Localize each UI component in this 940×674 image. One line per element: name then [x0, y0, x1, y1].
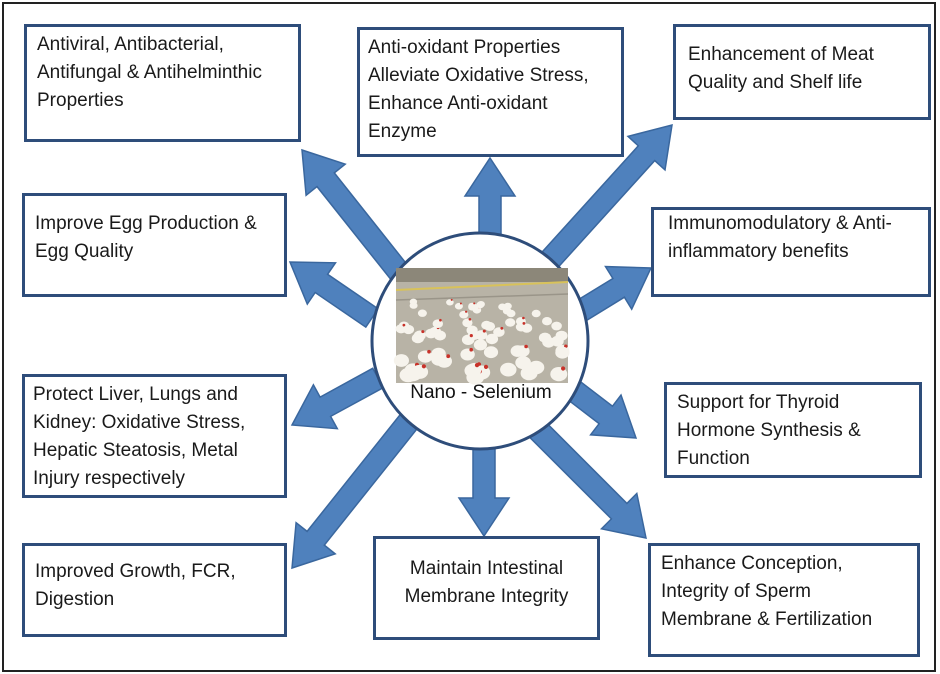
- chicken: [531, 309, 541, 318]
- arrow-to-egg-production: [288, 261, 380, 329]
- chicken-comb: [421, 330, 425, 334]
- chicken: [454, 302, 463, 310]
- chicken-comb: [459, 302, 462, 305]
- chicken: [473, 339, 487, 351]
- chicken: [402, 324, 415, 335]
- box-intestinal: Maintain Intestinal Membrane Integrity: [373, 536, 600, 640]
- chicken: [436, 354, 452, 368]
- chicken-comb: [439, 318, 442, 322]
- box-intestinal-text: Maintain Intestinal Membrane Integrity: [404, 558, 569, 607]
- box-antioxidant-text: Anti-oxidant Properties Alleviate Oxidat…: [368, 37, 589, 142]
- chicken-comb: [465, 310, 468, 313]
- arrow-to-conception: [525, 417, 647, 539]
- chicken: [506, 309, 516, 318]
- chicken-comb: [469, 334, 473, 338]
- arrow-to-organ-protection: [290, 367, 385, 430]
- box-immunomodulatory-text: Immunomodulatory & Anti- inflammatory be…: [668, 213, 892, 262]
- box-growth-text: Improved Growth, FCR, Digestion: [35, 561, 236, 610]
- chicken-comb: [564, 344, 568, 348]
- chicken-comb: [561, 366, 566, 371]
- chicken-comb: [421, 364, 426, 369]
- chicken: [432, 319, 443, 329]
- chicken: [411, 364, 429, 379]
- chicken: [411, 333, 424, 344]
- chicken: [555, 346, 570, 359]
- chicken: [483, 346, 499, 359]
- chicken: [515, 356, 531, 370]
- box-conception-text: Enhance Conception, Integrity of Sperm M…: [661, 553, 873, 630]
- chicken-comb: [402, 323, 406, 327]
- chicken-comb: [482, 329, 486, 333]
- box-thyroid: Support for Thyroid Hormone Synthesis & …: [664, 382, 922, 478]
- box-egg-production-text: Improve Egg Production & Egg Quality: [35, 213, 257, 262]
- chicken: [498, 303, 507, 311]
- chicken: [476, 301, 484, 309]
- chicken: [551, 335, 564, 347]
- chicken-comb: [446, 354, 451, 359]
- chicken: [481, 320, 492, 330]
- chicken-farm-photo: [393, 268, 570, 385]
- chicken: [542, 317, 552, 326]
- chicken-comb: [450, 298, 453, 301]
- box-meat-quality: Enhancement of Meat Quality and Shelf li…: [673, 24, 931, 120]
- chicken: [500, 362, 517, 377]
- chicken: [485, 333, 499, 345]
- chicken-comb: [524, 344, 528, 349]
- chicken-comb: [474, 363, 480, 368]
- chicken-flock: [393, 298, 570, 385]
- chicken-comb: [468, 318, 472, 321]
- arrow-to-meat-quality: [538, 123, 673, 271]
- box-organ-protection-text: Protect Liver, Lungs and Kidney: Oxidati…: [33, 384, 246, 489]
- chicken-comb: [522, 322, 526, 325]
- arrow-to-growth: [291, 412, 420, 570]
- box-egg-production: Improve Egg Production & Egg Quality: [22, 193, 287, 297]
- chicken: [460, 348, 475, 361]
- box-organ-protection: Protect Liver, Lungs and Kidney: Oxidati…: [22, 374, 287, 498]
- box-growth: Improved Growth, FCR, Digestion: [22, 543, 287, 637]
- box-immunomodulatory: Immunomodulatory & Anti- inflammatory be…: [651, 207, 931, 297]
- chicken: [462, 318, 473, 328]
- arrow-layer: [288, 123, 673, 570]
- box-antioxidant: Anti-oxidant Properties Alleviate Oxidat…: [357, 27, 624, 157]
- chicken: [505, 318, 516, 327]
- box-antimicrobial-text: Antiviral, Antibacterial, Antifungal & A…: [37, 34, 262, 111]
- box-conception: Enhance Conception, Integrity of Sperm M…: [648, 543, 920, 657]
- chicken: [417, 350, 433, 363]
- chicken: [459, 310, 469, 319]
- chicken-comb: [469, 347, 474, 352]
- chicken: [409, 302, 418, 309]
- chicken: [466, 325, 478, 335]
- chicken-comb: [427, 349, 431, 354]
- chicken: [551, 321, 562, 331]
- chicken-comb: [473, 302, 476, 305]
- chicken-comb: [500, 326, 504, 330]
- chicken: [393, 354, 409, 367]
- chicken: [461, 334, 475, 345]
- box-thyroid-text: Support for Thyroid Hormone Synthesis & …: [677, 392, 861, 469]
- chicken: [493, 327, 505, 337]
- box-antimicrobial: Antiviral, Antibacterial, Antifungal & A…: [24, 24, 301, 142]
- chicken: [417, 309, 427, 317]
- chicken: [520, 366, 538, 381]
- chicken-comb: [522, 316, 525, 320]
- chicken: [429, 326, 441, 337]
- chicken: [510, 345, 525, 357]
- box-meat-quality-text: Enhancement of Meat Quality and Shelf li…: [688, 44, 874, 93]
- chicken-comb: [483, 364, 489, 369]
- center-label: Nano - Selenium: [410, 382, 552, 403]
